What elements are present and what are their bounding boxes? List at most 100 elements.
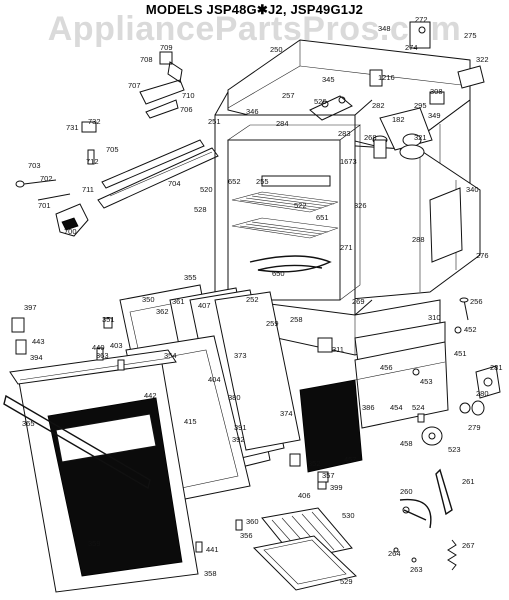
- part-label-709: 709: [160, 43, 173, 52]
- part-label-264: 264: [388, 549, 401, 558]
- oven-body: [214, 21, 485, 379]
- part-label-274: 274: [405, 43, 418, 52]
- part-label-526: 526: [314, 97, 327, 106]
- part-label-259: 259: [266, 319, 279, 328]
- part-label-295: 295: [414, 101, 427, 110]
- part-label-704: 704: [168, 179, 181, 188]
- part-label-399: 399: [330, 483, 343, 492]
- broiler-tray: [252, 535, 358, 591]
- part-label-358: 358: [204, 569, 217, 578]
- part-label-650: 650: [272, 269, 285, 278]
- part-label-1673: 1673: [340, 157, 357, 166]
- part-label-731: 731: [66, 123, 79, 132]
- part-label-394: 394: [30, 353, 43, 362]
- bake-element: [249, 255, 332, 273]
- part-label-520: 520: [200, 185, 213, 194]
- misc-parts: [317, 297, 501, 571]
- part-label-311: 311: [332, 345, 344, 354]
- part-label-271: 271: [340, 243, 353, 252]
- part-label-523: 523: [448, 445, 461, 454]
- part-label-711: 711: [82, 185, 94, 194]
- part-label-454: 454: [390, 403, 403, 412]
- part-label-703: 703: [28, 161, 41, 170]
- part-label-279: 279: [468, 423, 481, 432]
- oven-rail-704: [97, 147, 219, 209]
- part-label-415: 415: [184, 417, 197, 426]
- part-label-350: 350: [142, 295, 155, 304]
- part-label-359: 359: [88, 539, 101, 548]
- top-bracket: [457, 65, 485, 89]
- part-label-457: 457: [344, 455, 357, 464]
- part-label-529: 529: [340, 577, 353, 586]
- part-label-456: 456: [380, 363, 393, 372]
- part-label-182: 182: [392, 115, 405, 124]
- part-label-354: 354: [164, 351, 177, 360]
- part-label-524: 524: [412, 403, 425, 412]
- part-label-352: 352: [308, 459, 321, 468]
- part-label-652: 652: [228, 177, 241, 186]
- part-label-268: 268: [364, 133, 377, 142]
- part-label-712: 712: [86, 157, 99, 166]
- upper-rack: [231, 191, 339, 213]
- part-label-349: 349: [428, 111, 441, 120]
- part-label-360: 360: [246, 517, 259, 526]
- part-label-256: 256: [470, 297, 483, 306]
- part-label-397: 397: [24, 303, 37, 312]
- lower-rack: [231, 217, 339, 239]
- part-label-355: 355: [184, 273, 197, 282]
- door-glass-front: [214, 291, 301, 451]
- part-label-356: 356: [240, 531, 253, 540]
- part-label-458: 458: [400, 439, 413, 448]
- bracket-308: [429, 91, 445, 105]
- oven-rail-705: [101, 139, 205, 189]
- part-label-252: 252: [246, 295, 259, 304]
- part-label-380: 380: [228, 393, 241, 402]
- part-label-373: 373: [234, 351, 247, 360]
- part-label-322: 322: [476, 55, 489, 64]
- watermark: AppliancePartsPros.com: [47, 10, 462, 48]
- vent-screen: [299, 379, 363, 473]
- part-label-528: 528: [194, 205, 207, 214]
- part-label-280: 280: [476, 389, 489, 398]
- part-label-707: 707: [128, 81, 141, 90]
- part-label-386: 386: [362, 403, 375, 412]
- part-label-258: 258: [290, 315, 303, 324]
- part-label-321: 321: [414, 133, 427, 142]
- part-label-357: 357: [322, 471, 335, 480]
- part-label-362: 362: [156, 307, 169, 316]
- part-label-326: 326: [354, 201, 367, 210]
- part-label-365: 365: [22, 419, 35, 428]
- part-label-267: 267: [462, 541, 475, 550]
- part-label-261: 261: [462, 477, 475, 486]
- part-label-263: 263: [410, 565, 423, 574]
- part-label-283: 283: [338, 129, 351, 138]
- part-label-708: 708: [140, 55, 153, 64]
- diagram-title: MODELS JSP48G✱J2, JSP49G1J2: [145, 2, 364, 17]
- part-label-706: 706: [180, 105, 193, 114]
- part-label-257: 257: [282, 91, 295, 100]
- part-label-275: 275: [464, 31, 477, 40]
- broiler-pan: [252, 507, 358, 591]
- part-label-260: 260: [400, 487, 413, 496]
- part-label-651: 651: [316, 213, 329, 222]
- part-label-284: 284: [276, 119, 289, 128]
- part-label-701: 701: [38, 201, 51, 210]
- part-label-406: 406: [298, 491, 311, 500]
- part-label-710: 710: [182, 91, 195, 100]
- part-label-441: 441: [206, 545, 219, 554]
- part-label-340: 340: [466, 185, 479, 194]
- part-label-363: 363: [96, 351, 109, 360]
- part-label-348: 348: [378, 24, 391, 33]
- part-label-251: 251: [208, 117, 221, 126]
- part-label-255: 255: [256, 177, 269, 186]
- part-label-403: 403: [110, 341, 123, 350]
- part-label-310: 310: [428, 313, 441, 322]
- part-label-522: 522: [294, 201, 307, 210]
- part-label-705: 705: [106, 145, 119, 154]
- hinge-397: [11, 317, 25, 333]
- part-label-700: 700: [64, 227, 77, 236]
- part-label-276: 276: [476, 251, 489, 260]
- part-label-272: 272: [415, 15, 428, 24]
- part-label-269: 269: [352, 297, 365, 306]
